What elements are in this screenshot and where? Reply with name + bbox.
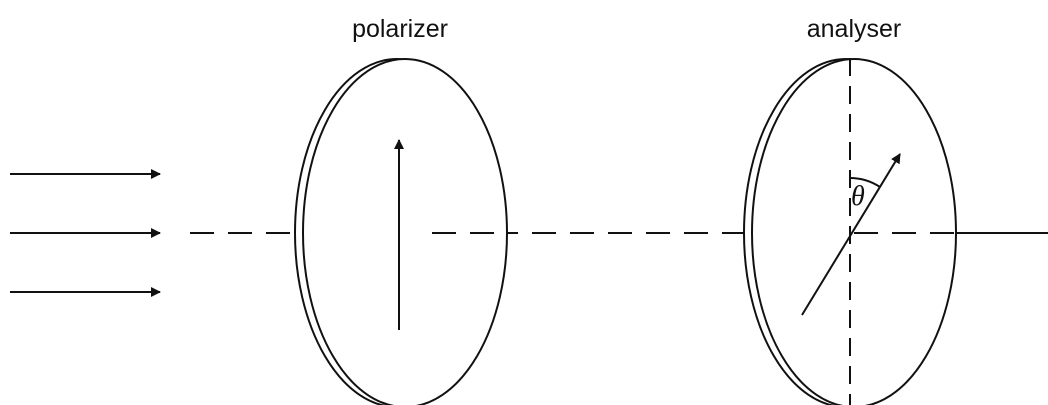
incident-light-arrows <box>10 169 161 297</box>
polarizer-label: polarizer <box>352 15 448 43</box>
analyser-disk <box>743 58 1048 405</box>
polarizer-front-face <box>302 58 508 405</box>
polarizer-disk <box>294 58 510 405</box>
theta-label: θ <box>851 181 865 212</box>
analyser-transmission-arrow <box>801 153 901 316</box>
angle-arc <box>849 177 881 188</box>
analyser-label: analyser <box>807 15 902 43</box>
